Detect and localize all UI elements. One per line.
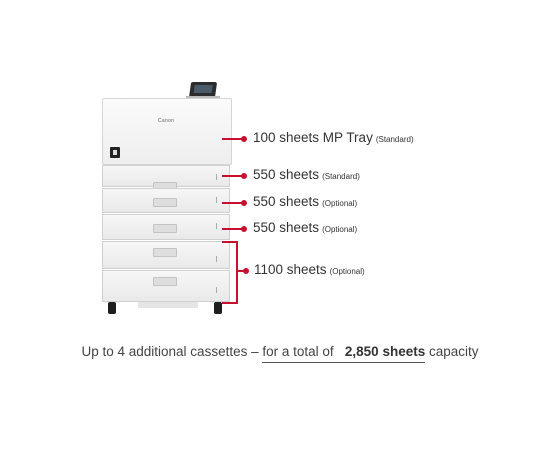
bracket-vertical (236, 241, 238, 304)
drawer-indicator (216, 197, 217, 203)
drawer-handle (153, 198, 177, 207)
callout-note: (Standard) (322, 172, 360, 181)
bracket-bottom (222, 302, 238, 304)
printer-main-unit (102, 98, 232, 165)
callout-line (236, 270, 246, 272)
callout-main-text: 550 sheets (253, 167, 320, 182)
callout-dot (243, 268, 249, 274)
callout-note: (Standard) (375, 135, 414, 144)
drawer-indicator (216, 223, 217, 229)
drawer-indicator (216, 174, 217, 180)
callout-dot (241, 136, 247, 142)
callout-note: (Optional) (322, 199, 358, 208)
drawer-standard (102, 165, 230, 191)
drawer-optional-1 (102, 188, 230, 213)
callout-note: (Optional) (329, 267, 365, 276)
callout-line (222, 175, 244, 177)
callout-main-text: 1100 sheets (254, 262, 327, 277)
callout-main-text: 100 sheets MP Tray (253, 130, 373, 145)
drawer-handle (153, 277, 177, 286)
caption-total: 2,850 sheets (344, 344, 426, 359)
caster-right (214, 302, 222, 314)
caption-underlined-text: for a total of (262, 344, 334, 359)
usb-port-icon (110, 147, 120, 158)
callout-dot (241, 226, 247, 232)
drawer-indicator (216, 256, 217, 262)
caster-base (138, 302, 198, 308)
drawer-handle (153, 248, 177, 257)
callout-line (222, 202, 244, 204)
callout-note: (Optional) (322, 225, 358, 234)
callout-line (222, 138, 244, 140)
callout-label: 550 sheets(Optional) (253, 194, 357, 209)
callout-line (222, 228, 244, 230)
drawer-indicator (216, 287, 217, 293)
callout-dot (241, 173, 247, 179)
caption-suffix: capacity (428, 344, 479, 359)
callout-main-text: 550 sheets (253, 194, 320, 209)
callout-label: 1100 sheets(Optional) (254, 262, 365, 277)
callout-label: 100 sheets MP Tray(Standard) (253, 130, 414, 145)
printer-logo: Canon (158, 118, 175, 124)
caption-prefix: Up to 4 additional cassettes – (81, 344, 263, 359)
caster-left (108, 302, 116, 314)
bracket-top (222, 241, 238, 243)
capacity-caption: Up to 4 additional cassettes – for a tot… (0, 344, 560, 363)
drawer-large-1 (102, 241, 230, 269)
callout-main-text: 550 sheets (253, 220, 320, 235)
callout-label: 550 sheets(Optional) (253, 220, 357, 235)
callout-dot (241, 200, 247, 206)
drawer-large-2 (102, 270, 230, 302)
drawer-handle (153, 224, 177, 233)
callout-label: 550 sheets(Standard) (253, 167, 360, 182)
caption-underlined-part: for a total of 2,850 sheets (262, 344, 426, 363)
drawer-optional-2 (102, 214, 230, 240)
